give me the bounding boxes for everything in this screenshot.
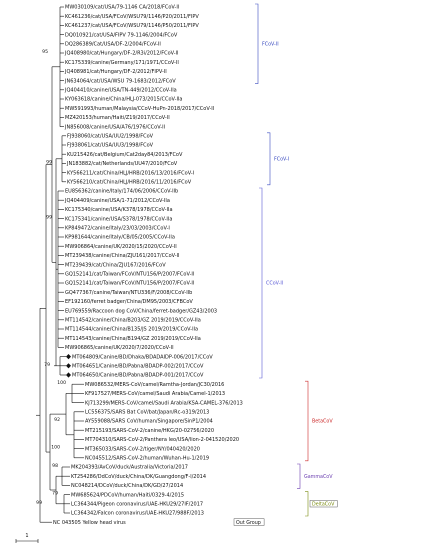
bootstrap-labels: 95 99 99 79 100 92 100 98 79 99 bbox=[36, 49, 66, 506]
group-label: BetaCoV bbox=[312, 419, 333, 425]
leaf-label: AY559088/SARS CoV/human/Singapore/SinP1/… bbox=[85, 419, 213, 425]
bootstrap-value: 92 bbox=[54, 417, 60, 423]
group-label: FCoV-I bbox=[274, 156, 289, 162]
group-label: DeltaCoV bbox=[312, 501, 335, 507]
leaf-label: MW086532/MERS-CoV/camel/Ramtha-Jordan/JC… bbox=[85, 382, 224, 388]
leaf-label: LC364342/Falcon coronavirus/UAE-HKU27/98… bbox=[71, 511, 204, 517]
leaf-label: KP981644/canine/Italy/CB/05/2005/CCoV-II… bbox=[65, 235, 175, 241]
leaf-label: GQ152141/cat/Taiwan/FCoV/NTU156/P/2007/F… bbox=[65, 281, 194, 287]
leaf-label: JQ404409/canine/USA/1-71/2012/CCoV-IIa bbox=[64, 198, 170, 204]
leaf-label: EF192160/ferret badger/China/DM95/2003/C… bbox=[65, 299, 193, 305]
leaf-label: MT064650/Canine/BD/Pabna/BDADP-001/2017/… bbox=[72, 373, 204, 379]
leaf-label: MT239439/cat/China/ZJU167/2016/FCoV bbox=[65, 262, 166, 268]
leaf-label: KT254286/DdCoV/duck/China/DK/Guangdong/F… bbox=[71, 474, 206, 480]
leaf-label: DQ010921/cat/USA/FIPV 79-1146/2004/FCoV bbox=[65, 32, 178, 38]
leaf-label: KU215426/cat/Belgium/Cat2day84/2013/FCoV bbox=[67, 152, 183, 158]
leaf-label: KY566211/cat/China/HLJ/HRB/2016/13/2016/… bbox=[67, 170, 194, 176]
leaf-label: MT114544/canine/China/B135/JS 2019/2019/… bbox=[65, 327, 198, 333]
diamond-marker-icon bbox=[66, 372, 71, 378]
leaf-label: FJ938060/cat/USA/UU2/1998/FCoV bbox=[67, 134, 154, 140]
clade-bracket bbox=[305, 491, 309, 517]
leaf-label: LC556375/SARS Bat CoV/bat/Japan/Rc-o319/… bbox=[85, 410, 209, 416]
leaf-label: MT365033/SARS-CoV-2/tiger/NY/040420/2020 bbox=[85, 446, 200, 452]
leaf-label: MT064809/Canine/BD/Dhaka/BDADAIDP-006/20… bbox=[72, 354, 213, 360]
leaf-label: KC175339/canine/Germany/171/1971/CCoV-II bbox=[65, 60, 179, 66]
bootstrap-value: 95 bbox=[42, 49, 48, 55]
leaf-label: KF917527/MERS-CoV/camel/Saudi Arabia/Cam… bbox=[85, 391, 225, 397]
bootstrap-value: 100 bbox=[51, 445, 60, 451]
scale-bar-label: 1 bbox=[25, 533, 28, 539]
leaf-labels: MW030109/cat/USA/79-1146 CA/2018/FCoV-II… bbox=[53, 5, 243, 526]
leaf-label: KY063618/canine/China/HLJ-073/2015/CCoV-… bbox=[65, 97, 182, 103]
clade-bracket bbox=[305, 380, 309, 462]
leaf-label: KJ713299/MERS-CoV/camel/Saudi Arabia/KSA… bbox=[85, 400, 243, 406]
leaf-label: FJ938061/cat/USA/UU3/1998/FCoV bbox=[67, 143, 154, 149]
leaf-label: KY566210/cat/China/HLJ/HRB/2016/11/2016/… bbox=[67, 180, 192, 186]
leaf-label: NC048214/DCoV/duck/China/DK/GD/27/2014 bbox=[71, 483, 183, 489]
clade-bracket bbox=[255, 3, 259, 84]
leaf-label: MZ420153/human/Haiti/Z19/2017/CCoV-II bbox=[65, 115, 170, 121]
leaf-label: MT064651/Canine/BD/Pabna/BDADP-002/2017/… bbox=[72, 364, 204, 370]
leaf-label: MW591993/human/Malaysia/CCoV-HuPn-2018/2… bbox=[65, 106, 214, 112]
leaf-label: KC175340/canine/USA/K378/1978/CCoV-IIa bbox=[65, 207, 173, 213]
bootstrap-value: 99 bbox=[46, 215, 52, 221]
group-label: FCoV-II bbox=[262, 41, 279, 47]
leaf-label: GQ152141/cat/Taiwan/FCoV/NTU156/P/2007/F… bbox=[65, 272, 194, 278]
leaf-label: MW685624/PDCoV/human/Haiti/0329-4/2015 bbox=[71, 492, 184, 498]
leaf-label: KC175341/canine/USA/S378/1978/CCoV-IIa bbox=[65, 216, 172, 222]
leaf-label: EU769559/Raccoon dog CoV/China/ferret-ba… bbox=[65, 308, 217, 314]
leaf-label: MW906865/canine/UK/2020/7/2020/CCoV-II bbox=[65, 345, 174, 351]
clade-bracket bbox=[259, 187, 263, 379]
leaf-label: GQ477367/canine/Taiwan/NTU336/F/2008/CCo… bbox=[65, 290, 192, 296]
group-label-box bbox=[233, 518, 265, 526]
scale-bar: 1 bbox=[15, 533, 39, 543]
group-label: Out Group bbox=[236, 520, 261, 526]
leaf-label: DQ286389/Cat/USA/DF-2/2004/FCoV-II bbox=[65, 42, 161, 48]
bootstrap-value: 99 bbox=[36, 500, 42, 506]
clade-brackets: FCoV-II FCoV-I CCoV-II BetaCoV GammaCoV Delta… bbox=[233, 3, 338, 526]
leaf-label: JN634064/cat/USA/WSU 79-1683/2012/FCoV bbox=[64, 78, 176, 84]
leaf-label: JQ404410/canine/USA/TN-449/2012/CCoV-IIa bbox=[64, 88, 177, 94]
leaf-label: EU856362/canine/Italy/174/06/2006/CCoV-I… bbox=[65, 189, 178, 195]
bootstrap-value: 100 bbox=[57, 380, 66, 386]
leaf-label: MT239438/canine/China/ZJU161/2017/CCoV-I… bbox=[65, 253, 180, 259]
leaf-label: JQ408980/cat/Hungary/DF-2/R3i/2012/FCoV-… bbox=[64, 51, 179, 57]
leaf-label: MT704310/SARS-CoV-2/Panthera leo/USA/lio… bbox=[85, 437, 239, 443]
clade-bracket bbox=[297, 463, 301, 489]
tree-branches bbox=[36, 6, 84, 523]
bootstrap-value: 98 bbox=[52, 463, 58, 469]
bootstrap-value: 99 bbox=[46, 159, 52, 165]
group-label: CCoV-II bbox=[266, 281, 283, 287]
leaf-label: MT114543/canine/China/B194/GZ 2019/2019/… bbox=[65, 336, 201, 342]
bootstrap-value: 79 bbox=[44, 362, 50, 368]
leaf-label: KC461236/cat/USA/FCoV/WSU79/1146/P20/201… bbox=[65, 14, 199, 20]
clade-bracket bbox=[267, 132, 271, 186]
leaf-label: MT215193/SARS-CoV-2/canine/HKG/20-02756/… bbox=[85, 428, 214, 434]
leaf-label: MT114542/canine/China/B203/GZ 2019/2019/… bbox=[65, 318, 201, 324]
leaf-label: KC461237/cat/USA/FCoV/WSU79/1146/P50/201… bbox=[65, 23, 199, 29]
leaf-label: NC045512/SARS-CoV-2/human/Wuhan-Hu-1/201… bbox=[85, 456, 209, 462]
leaf-label: JN856008/canine/USA/A76/1976/CCoV-II bbox=[64, 124, 165, 130]
diamond-marker-icon bbox=[66, 354, 71, 360]
diamond-marker-icon bbox=[66, 363, 71, 369]
group-label: GammaCoV bbox=[304, 474, 333, 480]
leaf-label: KP849472/canine/Italy/23/03/2003/CCoV-I bbox=[65, 226, 170, 232]
leaf-label: JQ408981/cat/Hungary/DF-2/2012/FIPV-II bbox=[64, 69, 167, 75]
leaf-label: LC364344/Pigeon coronavirus/UAE-HKU29/27… bbox=[71, 502, 203, 508]
leaf-label: MW906864/canine/UK/2020/15/2020/CCoV-II bbox=[65, 244, 177, 250]
leaf-label: NC 043505 Yellow head virus bbox=[53, 520, 126, 526]
bootstrap-value: 79 bbox=[52, 491, 58, 497]
leaf-label: JN183882/cat/Netherlands/UU47/2010/FCoV bbox=[66, 161, 178, 167]
leaf-label: MW030109/cat/USA/79-1146 CA/2018/FCoV-II bbox=[65, 5, 179, 11]
leaf-label: MK204393/AvCoV/duck/Australia/Victoria/2… bbox=[71, 465, 188, 471]
group-label-box bbox=[309, 500, 338, 508]
